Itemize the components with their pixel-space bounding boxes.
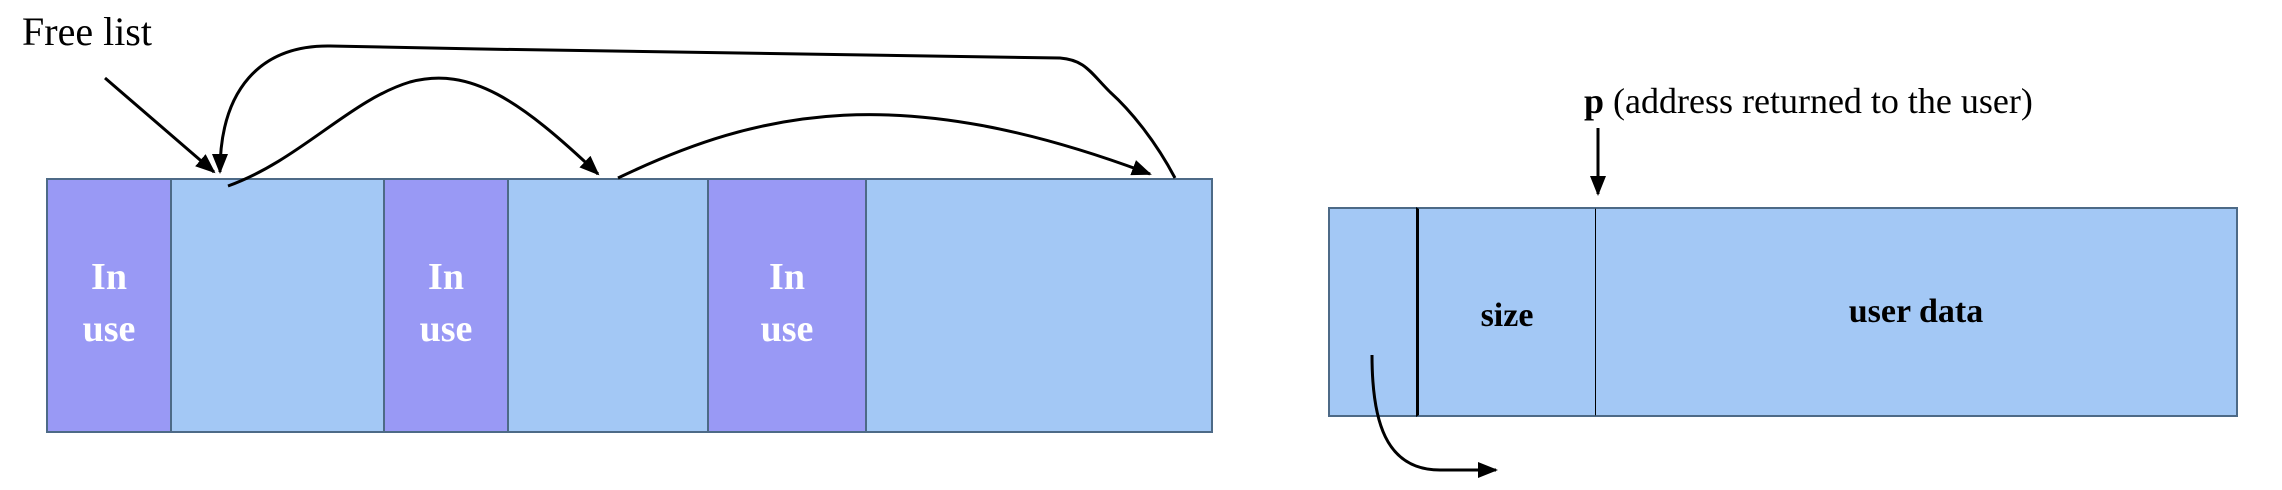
in-use-block-1: In use: [46, 178, 172, 433]
free-block-1: [170, 178, 385, 433]
next-pointer-arrow: [1370, 354, 1498, 478]
link-arrow-block3-to-block1: [212, 44, 1177, 179]
user-data-label: user data: [1848, 293, 1984, 330]
in-use-block-2: In use: [383, 178, 509, 433]
free-list-arrow: [104, 76, 216, 174]
free-block-3: [865, 178, 1213, 433]
user-data-field: user data: [1596, 207, 2238, 417]
link-arrow-block2-to-block3: [617, 113, 1152, 180]
in-use-block-3-label-line2: use: [760, 308, 814, 350]
in-use-block-1-label-line1: In: [91, 256, 127, 298]
free-list-label: Free list: [22, 9, 152, 54]
in-use-block-2-label-line2: use: [419, 308, 473, 350]
size-label: size: [1480, 297, 1534, 334]
link-arrow-block1-to-block2: [227, 76, 600, 188]
pointer-label: p (address returned to the user): [1584, 80, 2033, 122]
in-use-block-1-label-line2: use: [82, 308, 136, 350]
in-use-block-3: In use: [707, 178, 867, 433]
in-use-block-3-label-line1: In: [769, 256, 805, 298]
in-use-block-2-label-line1: In: [428, 256, 464, 298]
size-field: size: [1416, 207, 1598, 417]
free-block-2: [507, 178, 709, 433]
pointer-label-description: (address returned to the user): [1604, 81, 2033, 121]
pointer-label-p: p: [1584, 81, 1605, 121]
